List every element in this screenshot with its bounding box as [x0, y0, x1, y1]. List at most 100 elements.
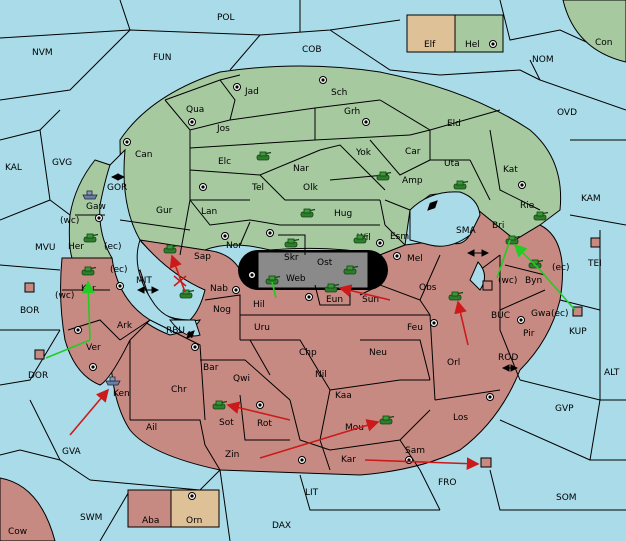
province-label-sam: Sam: [405, 446, 425, 456]
province-label-uta: Uta: [444, 159, 460, 169]
province-label-sma: SMA: [456, 226, 476, 236]
province-label-mel: Mel: [407, 254, 423, 264]
province-label-gur: Gur: [156, 206, 173, 216]
province-label-som: SOM: [556, 493, 577, 503]
supply-center-icon: [191, 343, 199, 351]
supply-center-icon: [362, 118, 370, 126]
province-labels: POL NVM FUN COB NOM Con Elf Hel OVD KAL …: [5, 13, 620, 537]
province-label-gvp: GVP: [555, 404, 574, 414]
province-label-jad: Jad: [244, 87, 259, 97]
supply-center-icon: [319, 76, 327, 84]
red-borders: [62, 254, 546, 471]
coast-label: (ec): [551, 309, 569, 319]
coast-label: (wc): [55, 291, 74, 301]
supply-center-icon: [256, 401, 264, 409]
province-label-zin: Zin: [225, 450, 239, 460]
province-label-sap: Sap: [194, 252, 211, 262]
province-label-eld: Eld: [447, 119, 461, 129]
green-borders: [75, 74, 541, 256]
province-label-nor: Nor: [226, 241, 242, 251]
province-label-sun: Sun: [362, 295, 379, 305]
supply-center-icon: [489, 40, 497, 48]
move-orders: [69, 254, 480, 470]
supply-center-icon: [233, 83, 241, 91]
supply-center-icon: [188, 492, 196, 500]
province-label-rbu: RBU: [166, 326, 185, 336]
province-label-alt: ALT: [604, 368, 620, 378]
province-label-car: Car: [405, 147, 421, 157]
supply-center-icon: [266, 229, 274, 237]
province-label-yok: Yok: [355, 148, 372, 158]
province-label-hel: Hel: [465, 40, 480, 50]
province-label-aba: Aba: [142, 516, 159, 526]
support-orders: [45, 239, 576, 359]
province-label-ver: Ver: [86, 343, 101, 353]
aba-territory[interactable]: [127, 489, 172, 528]
province-label-fro: FRO: [438, 478, 457, 488]
province-label-gaw: Gaw: [86, 202, 106, 212]
province-label-nar: Nar: [293, 164, 309, 174]
province-label-bri: Bri: [492, 221, 504, 231]
province-label-obs: Obs: [419, 283, 437, 293]
province-label-nil: Nil: [315, 370, 327, 380]
province-label-rie: Rie: [520, 201, 535, 211]
province-label-skr: Skr: [284, 253, 299, 263]
province-label-lan: Lan: [201, 207, 217, 217]
supply-center-icon: [116, 282, 124, 290]
province-label-fun: FUN: [153, 53, 172, 63]
province-label-rot: Rot: [257, 419, 272, 429]
province-label-nog: Nog: [213, 305, 231, 315]
province-label-olk: Olk: [303, 183, 319, 193]
supply-center-icon: [248, 271, 256, 279]
supply-center-icon: [430, 319, 438, 327]
province-label-chp: Chp: [299, 348, 317, 358]
province-label-ail: Ail: [146, 423, 157, 433]
province-label-chr: Chr: [171, 385, 187, 395]
province-label-los: Los: [453, 413, 468, 423]
province-label-buc: BUC: [491, 311, 510, 321]
supply-center-icon: [305, 293, 313, 301]
elf-territory[interactable]: [406, 14, 456, 53]
coast-label: (wc): [60, 216, 79, 226]
province-label-hug: Hug: [334, 209, 352, 219]
province-label-cow: Cow: [8, 527, 27, 537]
province-label-bar: Bar: [203, 363, 219, 373]
province-label-web: Web: [286, 274, 306, 284]
coast-label: (ec): [552, 263, 570, 273]
province-label-hil: Hil: [253, 300, 265, 310]
province-label-ark: Ark: [117, 321, 133, 331]
province-label-tel: Tel: [251, 183, 264, 193]
province-label-pol: POL: [217, 13, 235, 23]
supply-center-icon: [517, 316, 525, 324]
province-label-ovd: OVD: [557, 108, 577, 118]
province-label-elf: Elf: [424, 40, 436, 50]
province-label-esm: Esm: [390, 232, 409, 242]
supply-center-icon: [95, 214, 103, 222]
supply-center-icon: [89, 363, 97, 371]
coast-label: (wc): [498, 276, 517, 286]
buc-inlet: [469, 261, 485, 291]
province-label-orl: Orl: [447, 358, 460, 368]
province-label-con: Con: [595, 38, 613, 48]
province-label-gwa: Gwa: [531, 309, 551, 319]
coast-label: (ec): [104, 242, 122, 252]
province-label-eun: Eun: [326, 295, 343, 305]
province-label-sot: Sot: [219, 418, 234, 428]
province-label-feu: Feu: [407, 323, 423, 333]
province-label-sch: Sch: [331, 88, 347, 98]
province-label-jos: Jos: [216, 124, 230, 134]
supply-center-icon: [518, 181, 526, 189]
province-label-mit: MIT: [136, 276, 152, 286]
province-label-kaa: Kaa: [335, 391, 352, 401]
province-label-kal: KAL: [5, 163, 22, 173]
province-label-cob: COB: [302, 45, 322, 55]
province-label-elc: Elc: [218, 157, 231, 167]
province-label-byn: Byn: [525, 276, 542, 286]
province-label-gvg: GVG: [52, 158, 72, 168]
province-label-dor: DOR: [28, 371, 48, 381]
province-label-lit: LIT: [305, 488, 319, 498]
province-label-dax: DAX: [272, 521, 291, 531]
dislodged-marker: [173, 275, 187, 287]
supply-center-icon: [405, 456, 413, 464]
